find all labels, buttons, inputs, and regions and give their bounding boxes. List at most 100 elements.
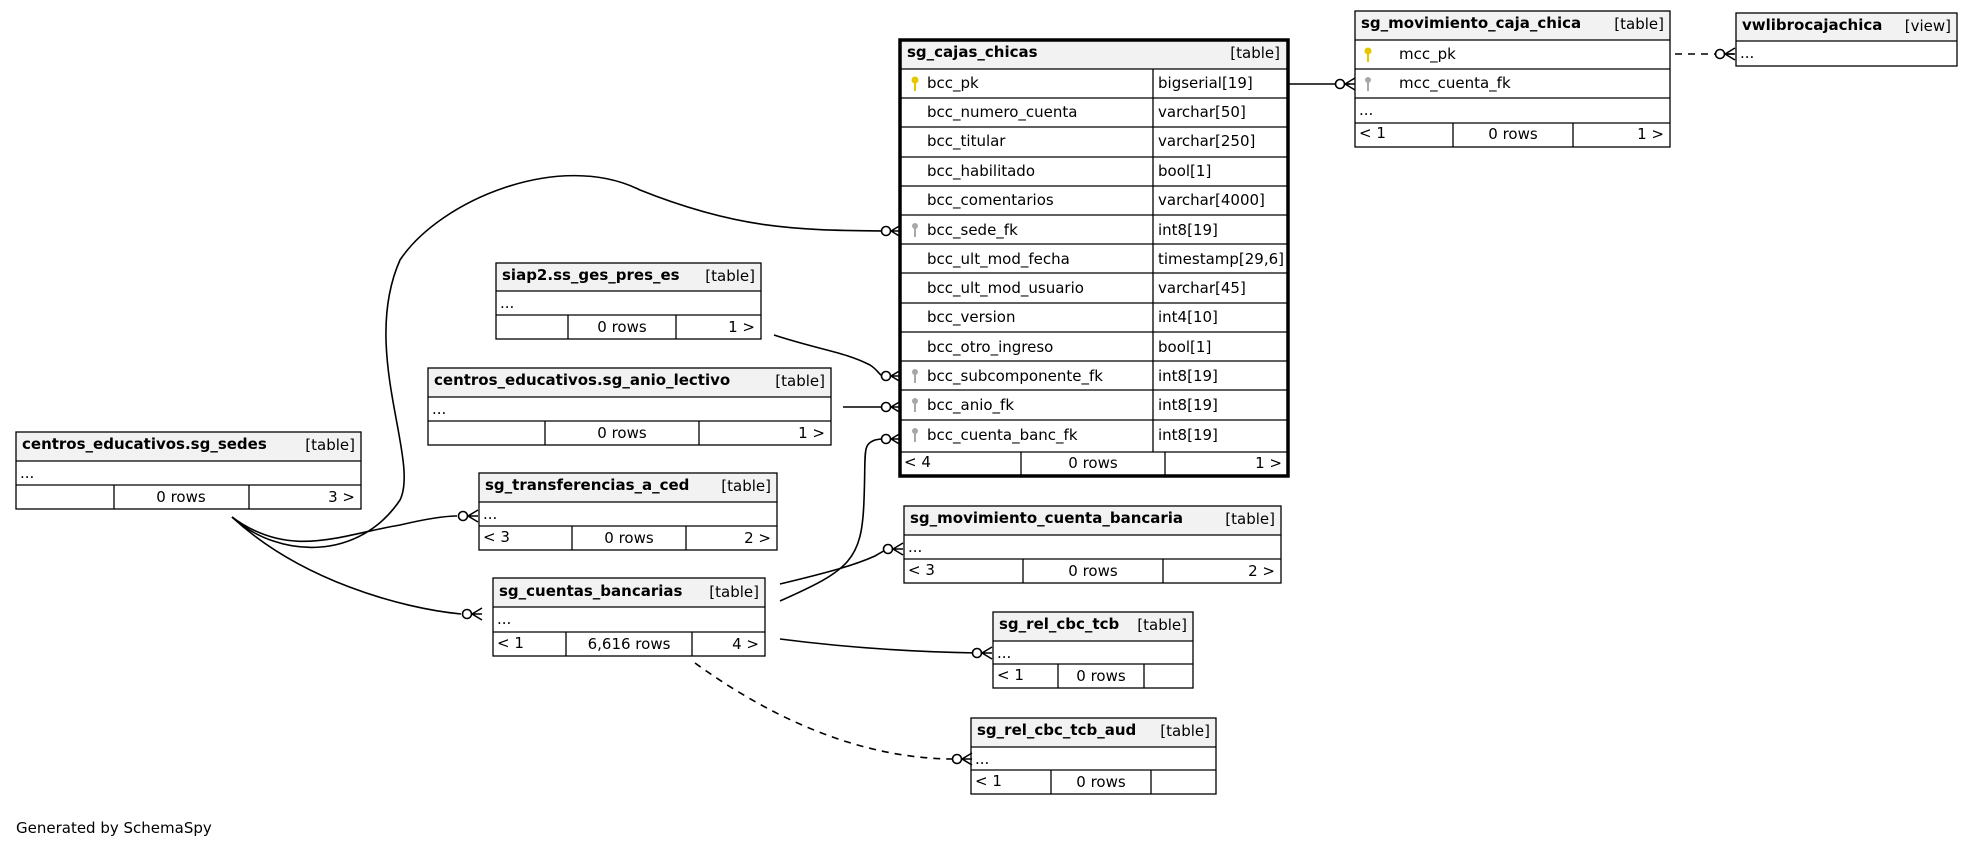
edge-ges-to-cajas [773,334,884,377]
column-row[interactable]: mcc_cuenta_fk [1365,74,1511,93]
crow-foot-movcb [882,542,904,556]
children-count[interactable]: 1 > [728,318,755,336]
column-row[interactable]: bcc_comentarios varchar[4000] [927,191,1265,210]
children-count[interactable]: 3 > [328,488,355,506]
table-kind: [table] [775,372,825,390]
table-sg-anio-lectivo[interactable]: centros_educativos.sg_anio_lectivo [tabl… [427,367,832,446]
crow-foot-tcb [971,646,993,660]
edge-sedes-to-cuentas [231,516,462,615]
column-row[interactable]: bcc_ult_mod_fecha timestamp[29,6] [927,250,1284,269]
column-row[interactable]: bcc_numero_cuenta varchar[50] [927,103,1246,122]
children-count[interactable]: 2 > [744,529,771,547]
column-row[interactable]: bcc_titular varchar[250] [927,132,1255,151]
column-type: int8[19] [1158,396,1218,414]
column-row[interactable]: bcc_sede_fk int8[19] [912,221,1218,240]
children-count[interactable]: 1 > [798,424,825,442]
crow-foot-markers [457,47,1736,766]
edge-cuentas-to-tcbaud [694,662,953,760]
table-title: sg_movimiento_cuenta_bancaria [910,509,1183,527]
column-type: varchar[4000] [1158,191,1265,209]
parents-count[interactable]: < 1 [997,666,1024,684]
column-type: varchar[50] [1158,103,1246,121]
parents-count[interactable]: < 1 [497,634,524,652]
column-row[interactable]: mcc_pk [1364,45,1457,64]
table-kind: [table] [305,436,355,454]
column-type: bool[1] [1158,162,1211,180]
column-type: int8[19] [1158,367,1218,385]
column-row[interactable]: bcc_subcomponente_fk int8[19] [912,367,1218,386]
more-columns-ellipsis: ... [975,750,989,768]
table-sg-movimiento-caja-chica[interactable]: sg_movimiento_caja_chica [table] mcc_pk … [1354,10,1671,148]
crow-foot-vw [1714,47,1736,61]
parents-count[interactable]: < 1 [1359,124,1386,142]
table-kind: [table] [1225,510,1275,528]
column-name: bcc_ult_mod_usuario [927,279,1084,298]
table-title: siap2.ss_ges_pres_es [502,266,680,284]
more-columns-ellipsis: ... [1740,44,1754,62]
table-sg-cuentas-bancarias[interactable]: sg_cuentas_bancarias [table] ... < 1 6,6… [492,577,766,657]
table-sg-rel-cbc-tcb[interactable]: sg_rel_cbc_tcb [table] ... < 1 0 rows [992,611,1194,689]
children-count[interactable]: 1 > [1255,454,1282,472]
foreign-key-icon [912,428,918,442]
column-name: bcc_titular [927,132,1006,151]
column-type: timestamp[29,6] [1158,250,1284,268]
row-count: 6,616 rows [588,635,671,653]
row-count: 0 rows [597,318,647,336]
foreign-key-icon [912,223,918,237]
edge-sedes-to-cajas [231,174,884,549]
row-count: 0 rows [156,488,206,506]
table-sg-rel-cbc-tcb-aud[interactable]: sg_rel_cbc_tcb_aud [table] ... < 1 0 row… [970,717,1217,795]
row-count: 0 rows [597,424,647,442]
table-sg-sedes[interactable]: centros_educativos.sg_sedes [table] ... … [15,431,362,510]
parents-count[interactable]: < 3 [483,528,510,546]
more-columns-ellipsis: ... [500,294,514,312]
table-sg-movimiento-cuenta-bancaria[interactable]: sg_movimiento_cuenta_bancaria [table] ..… [903,505,1282,584]
table-sg-cajas-chicas[interactable]: sg_cajas_chicas [table] bcc_pk bigserial… [898,38,1290,478]
column-row[interactable]: bcc_habilitado bool[1] [927,162,1211,181]
column-row[interactable]: bcc_anio_fk int8[19] [912,396,1218,415]
primary-key-icon [911,76,919,91]
column-type: int8[19] [1158,221,1218,239]
children-count[interactable]: 4 > [732,635,759,653]
column-row[interactable]: bcc_otro_ingreso bool[1] [927,338,1211,357]
table-vwlibrocajachica[interactable]: vwlibrocajachica [view] ... [1735,12,1958,67]
edge-sedes-to-transferencias [231,515,458,543]
table-title: sg_cuentas_bancarias [499,582,683,600]
row-count: 0 rows [604,529,654,547]
column-row[interactable]: bcc_ult_mod_usuario varchar[45] [927,279,1246,298]
row-count: 0 rows [1068,562,1118,580]
table-kind: [table] [1137,616,1187,634]
more-columns-ellipsis: ... [20,464,34,482]
table-title: sg_rel_cbc_tcb_aud [977,721,1136,739]
table-kind: [table] [721,477,771,495]
column-type: bool[1] [1158,338,1211,356]
table-kind: [table] [1230,44,1280,62]
table-kind: [view] [1905,17,1951,35]
crow-foot-tcbaud [951,752,973,766]
table-siap2-ss-ges-pres-es[interactable]: siap2.ss_ges_pres_es [table] ... 0 rows … [495,262,762,340]
table-kind: [table] [705,267,755,285]
table-title: sg_cajas_chicas [907,43,1038,61]
column-row[interactable]: bcc_pk bigserial[19] [911,74,1253,93]
row-count: 0 rows [1076,773,1126,791]
parents-count[interactable]: < 3 [908,561,935,579]
edge-cuentas-to-movcb [779,548,889,585]
relationship-edges [231,53,1736,760]
children-count[interactable]: 2 > [1248,562,1275,580]
parents-count[interactable]: < 1 [975,772,1002,790]
column-name: bcc_subcomponente_fk [927,367,1103,386]
more-columns-ellipsis: ... [497,610,511,628]
parents-count[interactable]: < 4 [904,453,931,471]
column-row[interactable]: bcc_version int4[10] [927,308,1218,327]
column-name: mcc_cuenta_fk [1399,74,1511,93]
crow-foot-cuentas [461,607,483,621]
table-title: vwlibrocajachica [1742,16,1882,34]
column-row[interactable]: bcc_cuenta_banc_fk int8[19] [912,426,1218,445]
table-sg-transferencias-a-ced[interactable]: sg_transferencias_a_ced [table] ... < 3 … [478,472,778,551]
table-kind: [table] [1614,15,1664,33]
column-name: bcc_cuenta_banc_fk [927,426,1078,445]
more-columns-ellipsis: ... [483,505,497,523]
children-count[interactable]: 1 > [1637,125,1664,143]
crow-foot-movcaja [1334,77,1356,91]
